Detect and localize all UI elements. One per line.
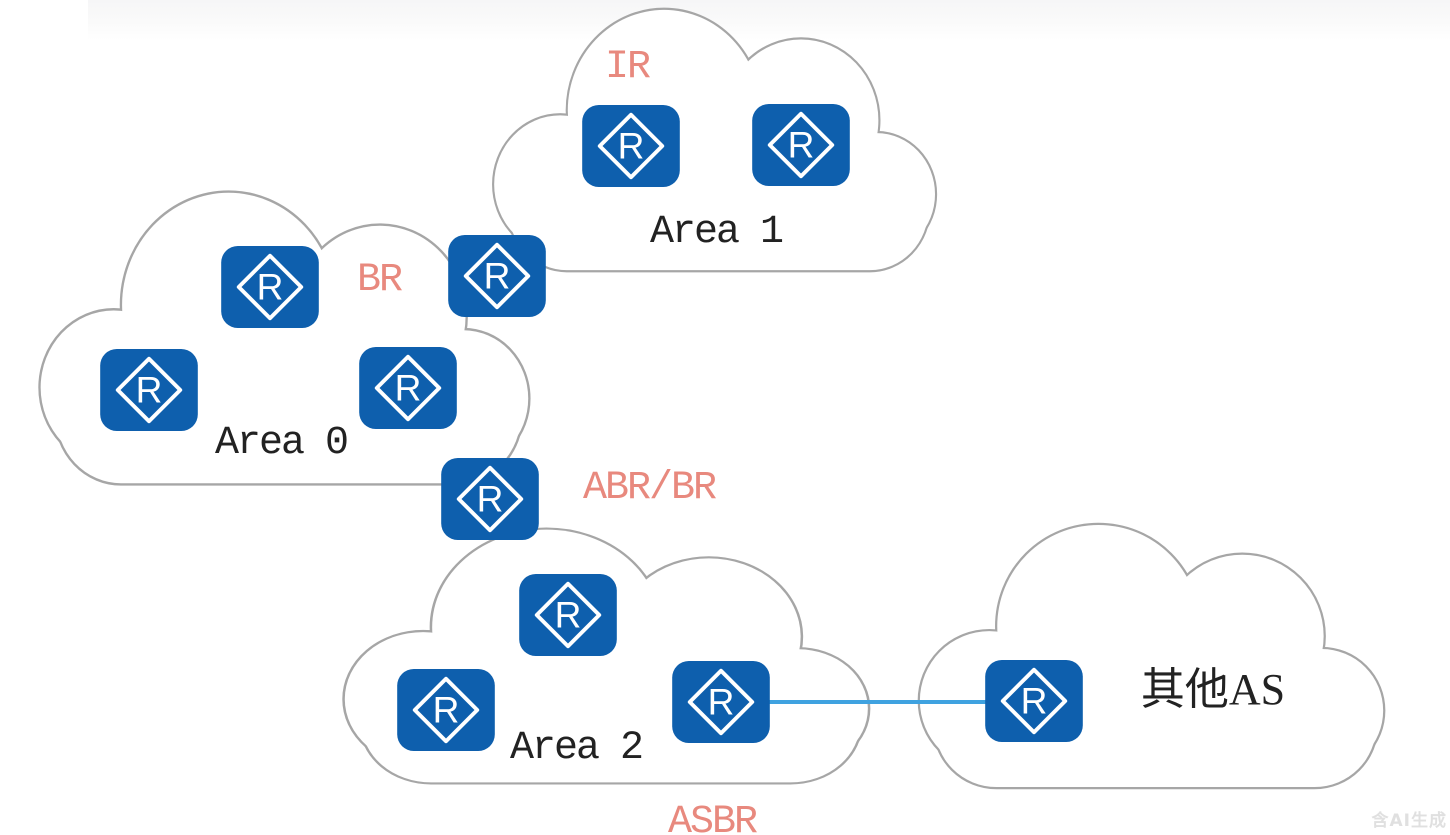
area2-label: Area 2	[509, 726, 644, 771]
abr-br-router	[441, 458, 539, 540]
area1-router-1	[582, 105, 680, 187]
ai-watermark: 含AI生成	[1371, 811, 1447, 831]
other-as-cloud	[920, 525, 1383, 787]
area1-router-2	[752, 104, 850, 186]
area0-label: Area 0	[214, 421, 349, 466]
area2-router-1	[519, 574, 617, 656]
asbr-role-label: ASBR	[667, 800, 758, 835]
other-as-router	[985, 660, 1083, 742]
asbr-router	[672, 661, 770, 743]
abr-br-role-label: ABR/BR	[582, 466, 717, 511]
ir-role-label: IR	[604, 45, 651, 90]
area0-router-2	[100, 349, 198, 431]
br-role-label: BR	[356, 258, 403, 303]
area1-label: Area 1	[649, 210, 784, 255]
background-shade	[88, 0, 1450, 40]
other-as-label: 其他AS	[1140, 665, 1286, 714]
area0-router-3	[359, 347, 457, 429]
